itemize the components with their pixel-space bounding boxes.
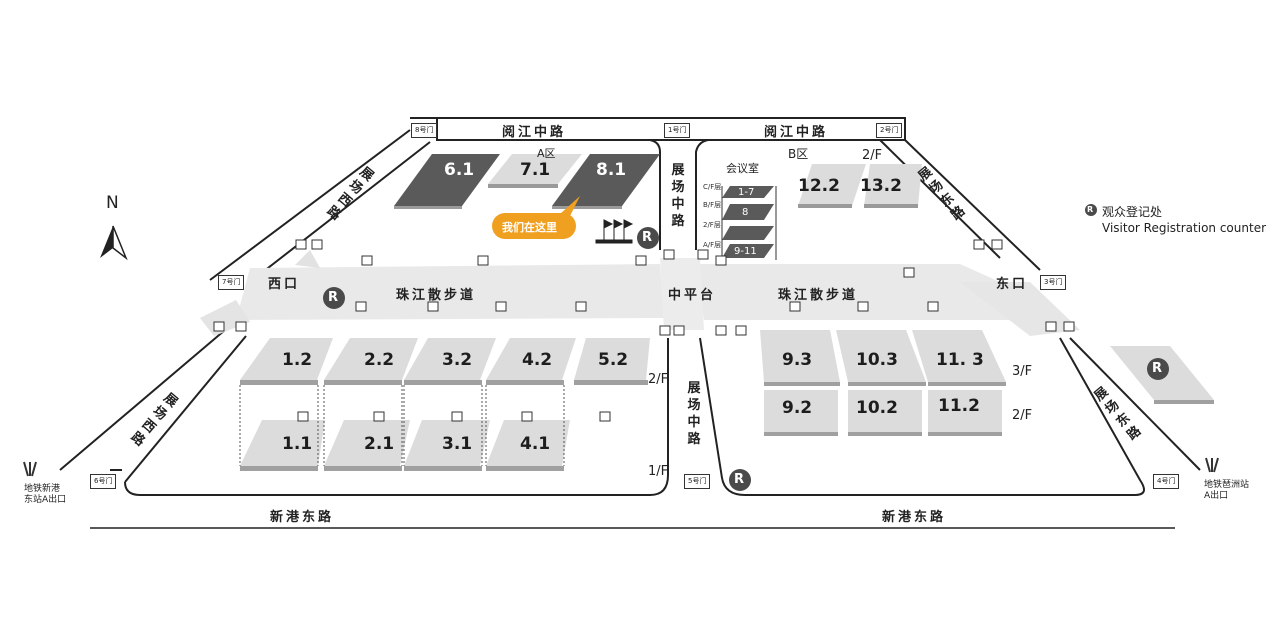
registration-r-3: R [734, 472, 745, 487]
walkway-right-label: 珠江散步道 [778, 288, 859, 303]
hall-8-1: 8.1 [596, 160, 627, 180]
road-south-right: 新港东路 [882, 510, 947, 525]
hall-6-1: 6.1 [444, 160, 475, 180]
zone-b-label: B区 [788, 147, 809, 161]
gate-4: 4号门 [1153, 474, 1180, 489]
gate-8: 8号门 [411, 123, 438, 138]
hall-3-1: 3.1 [442, 434, 473, 454]
floor-label-left-2f: 2/F [648, 372, 669, 387]
hall-1-1: 1.1 [282, 434, 313, 454]
floor-label-b-top: 2/F [862, 148, 883, 163]
gate-2: 2号门 [876, 123, 903, 138]
flags-icon [595, 219, 634, 244]
gate-3: 3号门 [1040, 275, 1067, 290]
road-center-lower: 展场中路 [687, 381, 701, 447]
metro-left-label: 地铁新港 东站A出口 [24, 484, 67, 505]
meeting-room-1-7: 1-7 [738, 187, 755, 198]
registration-r-4: R [1152, 361, 1163, 376]
east-registration-hall-edge [1154, 400, 1214, 404]
east-entrance-label: 东口 [996, 277, 1029, 292]
meeting-room-8: 8 [742, 207, 749, 218]
hall-11-3: 11. 3 [936, 350, 984, 370]
road-south-left: 新港东路 [270, 510, 335, 525]
gate-7: 7号门 [218, 275, 245, 290]
hall-3-2: 3.2 [442, 350, 473, 370]
legend-label-en: Visitor Registration counter [1102, 221, 1267, 235]
gate-6: 6号门 [90, 474, 117, 489]
hall-1-2: 1.2 [282, 350, 313, 370]
registration-markers [323, 204, 1169, 491]
center-platform-label: 中平台 [668, 288, 717, 303]
hall-4-2: 4.2 [522, 350, 553, 370]
road-north-left: 阅江中路 [502, 125, 567, 140]
legend-label-cn: 观众登记处 [1102, 205, 1163, 219]
west-entrance-label: 西口 [268, 277, 301, 292]
hall-7-1: 7.1 [520, 160, 551, 180]
floor-label-right-2f: 2/F [1012, 408, 1033, 423]
road-north-right: 阅江中路 [764, 125, 829, 140]
hall-13-2: 13.2 [860, 176, 902, 196]
floor-label-left-1f: 1/F [648, 464, 669, 479]
registration-r-1: R [642, 230, 653, 245]
hall-9-2: 9.2 [782, 398, 813, 418]
floor-label-right-3f: 3/F [1012, 364, 1033, 379]
hall-12-2: 12.2 [798, 176, 840, 196]
road-center-upper: 展场中路 [671, 163, 685, 229]
legend-symbol: R [1087, 205, 1094, 214]
lower-left-halls [239, 338, 650, 471]
hall-10-2: 10.2 [856, 398, 898, 418]
meeting-stack [721, 186, 777, 260]
meeting-level-b: B/F层 [703, 201, 722, 209]
escalator-icons [213, 239, 1075, 422]
top-halls [488, 154, 922, 208]
lower-right-halls [760, 330, 1006, 436]
compass-n: N [106, 193, 119, 213]
road-outline [59, 117, 1201, 496]
hall-10-3: 10.3 [856, 350, 898, 370]
registration-r-2: R [328, 290, 339, 305]
zone-a-label: A区 [537, 147, 556, 160]
hall-2-1: 2.1 [364, 434, 395, 454]
walkway-left-label: 珠江散步道 [396, 288, 477, 303]
you-are-here-bubble [492, 196, 580, 239]
metro-right-label: 地铁琶洲站 A出口 [1204, 480, 1250, 501]
you-are-here-label: 我们在这里 [502, 221, 557, 234]
meeting-level-c: C/F层 [703, 183, 722, 191]
meeting-level-2: 2/F层 [703, 221, 721, 229]
hall-11-2: 11.2 [938, 396, 980, 416]
gate-5: 5号门 [684, 474, 711, 489]
gate-1: 1号门 [664, 123, 691, 138]
meeting-level-a: A/F层 [703, 241, 722, 249]
hall-5-2: 5.2 [598, 350, 629, 370]
hall-4-1: 4.1 [520, 434, 551, 454]
meeting-room-9-11: 9-11 [734, 246, 757, 257]
meeting-title: 会议室 [726, 162, 759, 175]
metro-icons [23, 457, 1219, 477]
hall-2-2: 2.2 [364, 350, 395, 370]
compass-arrow [100, 225, 128, 261]
hall-9-3: 9.3 [782, 350, 813, 370]
